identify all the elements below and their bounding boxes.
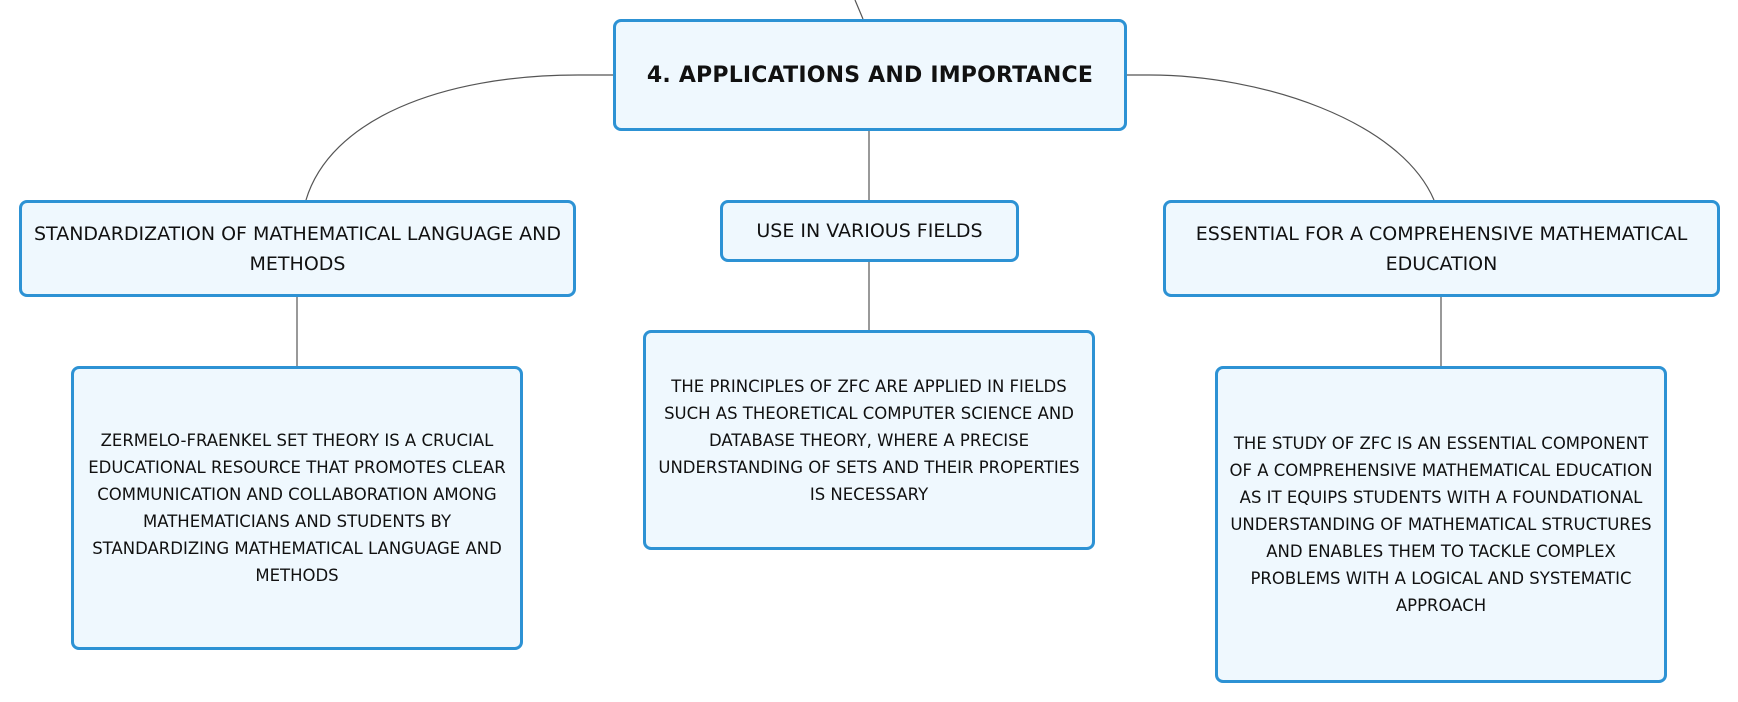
- detail-node-text: THE STUDY OF ZFC IS AN ESSENTIAL COMPONE…: [1229, 434, 1653, 615]
- branch-node-standardization[interactable]: STANDARDIZATION OF MATHEMATICAL LANGUAGE…: [19, 200, 576, 297]
- detail-node-fields[interactable]: THE PRINCIPLES OF ZFC ARE APPLIED IN FIE…: [643, 330, 1095, 550]
- detail-node-text: THE PRINCIPLES OF ZFC ARE APPLIED IN FIE…: [658, 376, 1080, 504]
- detail-node-text: ZERMELO-FRAENKEL SET THEORY IS A CRUCIAL…: [88, 431, 506, 585]
- root-node[interactable]: 4. APPLICATIONS AND IMPORTANCE: [613, 19, 1127, 131]
- detail-node-standardization[interactable]: ZERMELO-FRAENKEL SET THEORY IS A CRUCIAL…: [71, 366, 523, 650]
- connector-root-to-standardization: [305, 74, 613, 201]
- detail-node-education[interactable]: THE STUDY OF ZFC IS AN ESSENTIAL COMPONE…: [1215, 366, 1667, 683]
- branch-node-label: ESSENTIAL FOR A COMPREHENSIVE MATHEMATIC…: [1195, 222, 1688, 275]
- branch-node-label: STANDARDIZATION OF MATHEMATICAL LANGUAGE…: [34, 222, 561, 275]
- connector-parent-to-root: [854, 0, 864, 20]
- connector-root-to-education: [1125, 74, 1435, 201]
- branch-node-education[interactable]: ESSENTIAL FOR A COMPREHENSIVE MATHEMATIC…: [1163, 200, 1720, 297]
- root-node-label: 4. APPLICATIONS AND IMPORTANCE: [646, 62, 1094, 88]
- branch-node-label: USE IN VARIOUS FIELDS: [756, 220, 983, 242]
- branch-node-fields[interactable]: USE IN VARIOUS FIELDS: [720, 200, 1019, 262]
